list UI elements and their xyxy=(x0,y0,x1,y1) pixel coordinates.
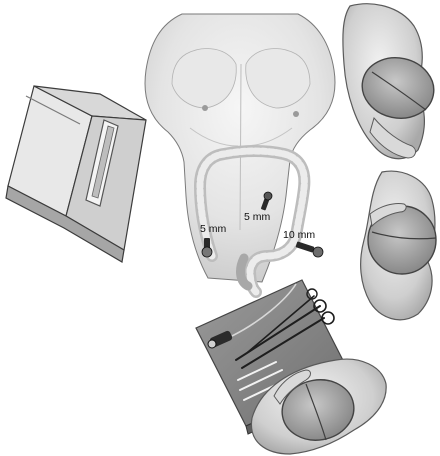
surgeon-middle-right xyxy=(361,171,436,320)
trocar-cap-icon xyxy=(202,247,212,257)
port-label-right-lower: 10 mm xyxy=(283,229,315,241)
video-monitor-tower-icon xyxy=(6,86,146,262)
trocar-cap-icon xyxy=(264,192,272,200)
surgeon-top-right xyxy=(343,4,440,159)
nipple-right xyxy=(293,111,299,117)
trocar-icon xyxy=(296,241,315,252)
camera-lens-icon xyxy=(208,340,216,348)
port-label-left-lower: 5 mm xyxy=(200,223,227,235)
port-label-umbilical: 5 mm xyxy=(244,211,271,223)
nipple-left xyxy=(202,105,208,111)
trocar-cap-icon xyxy=(313,247,323,257)
